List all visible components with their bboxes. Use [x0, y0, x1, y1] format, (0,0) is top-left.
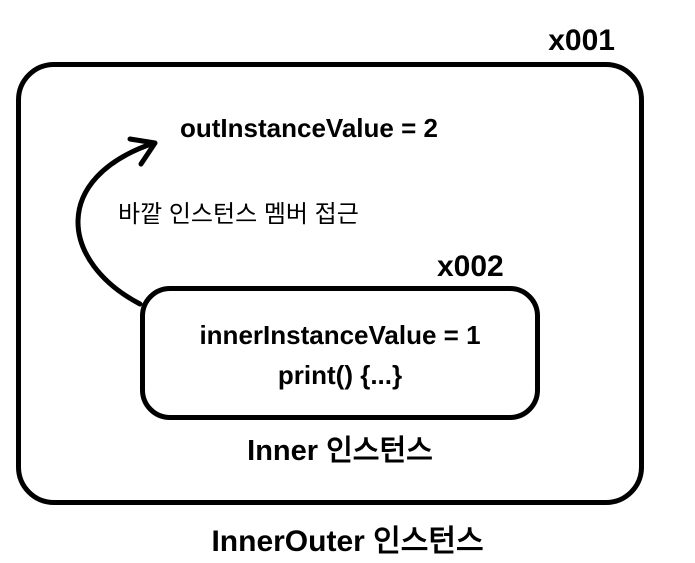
out-instance-value-field: outInstanceValue = 2 — [180, 113, 438, 143]
print-method: print() {...} — [277, 360, 403, 390]
outer-instance-caption: InnerOuter 인스턴스 — [211, 525, 484, 558]
outer-instance-box — [16, 62, 644, 505]
inner-instance-value-field: innerInstanceValue = 1 — [199, 320, 481, 350]
inner-instance-box — [140, 286, 540, 420]
outer-member-access-label: 바깥 인스턴스 멤버 접근 — [118, 201, 359, 228]
inner-instance-caption: Inner 인스턴스 — [247, 435, 433, 467]
inner-instance-address: x002 — [437, 250, 504, 283]
outer-instance-address: x001 — [548, 24, 615, 57]
